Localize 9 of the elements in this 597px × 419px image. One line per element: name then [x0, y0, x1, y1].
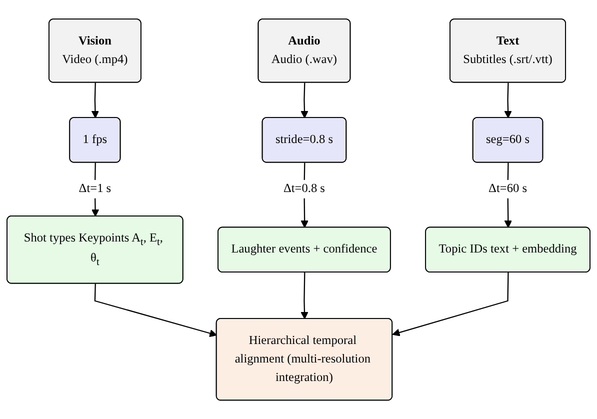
arrow [94, 284, 218, 337]
edge-label: Δt=0.8 s [283, 182, 325, 196]
arrow [504, 82, 512, 118]
edge-label: Δt=60 s [488, 182, 527, 196]
arrow [300, 82, 308, 118]
arrow [91, 82, 100, 118]
arrow [300, 272, 308, 320]
edge-label: Δt=1 s [78, 182, 112, 196]
arrow [392, 272, 509, 336]
